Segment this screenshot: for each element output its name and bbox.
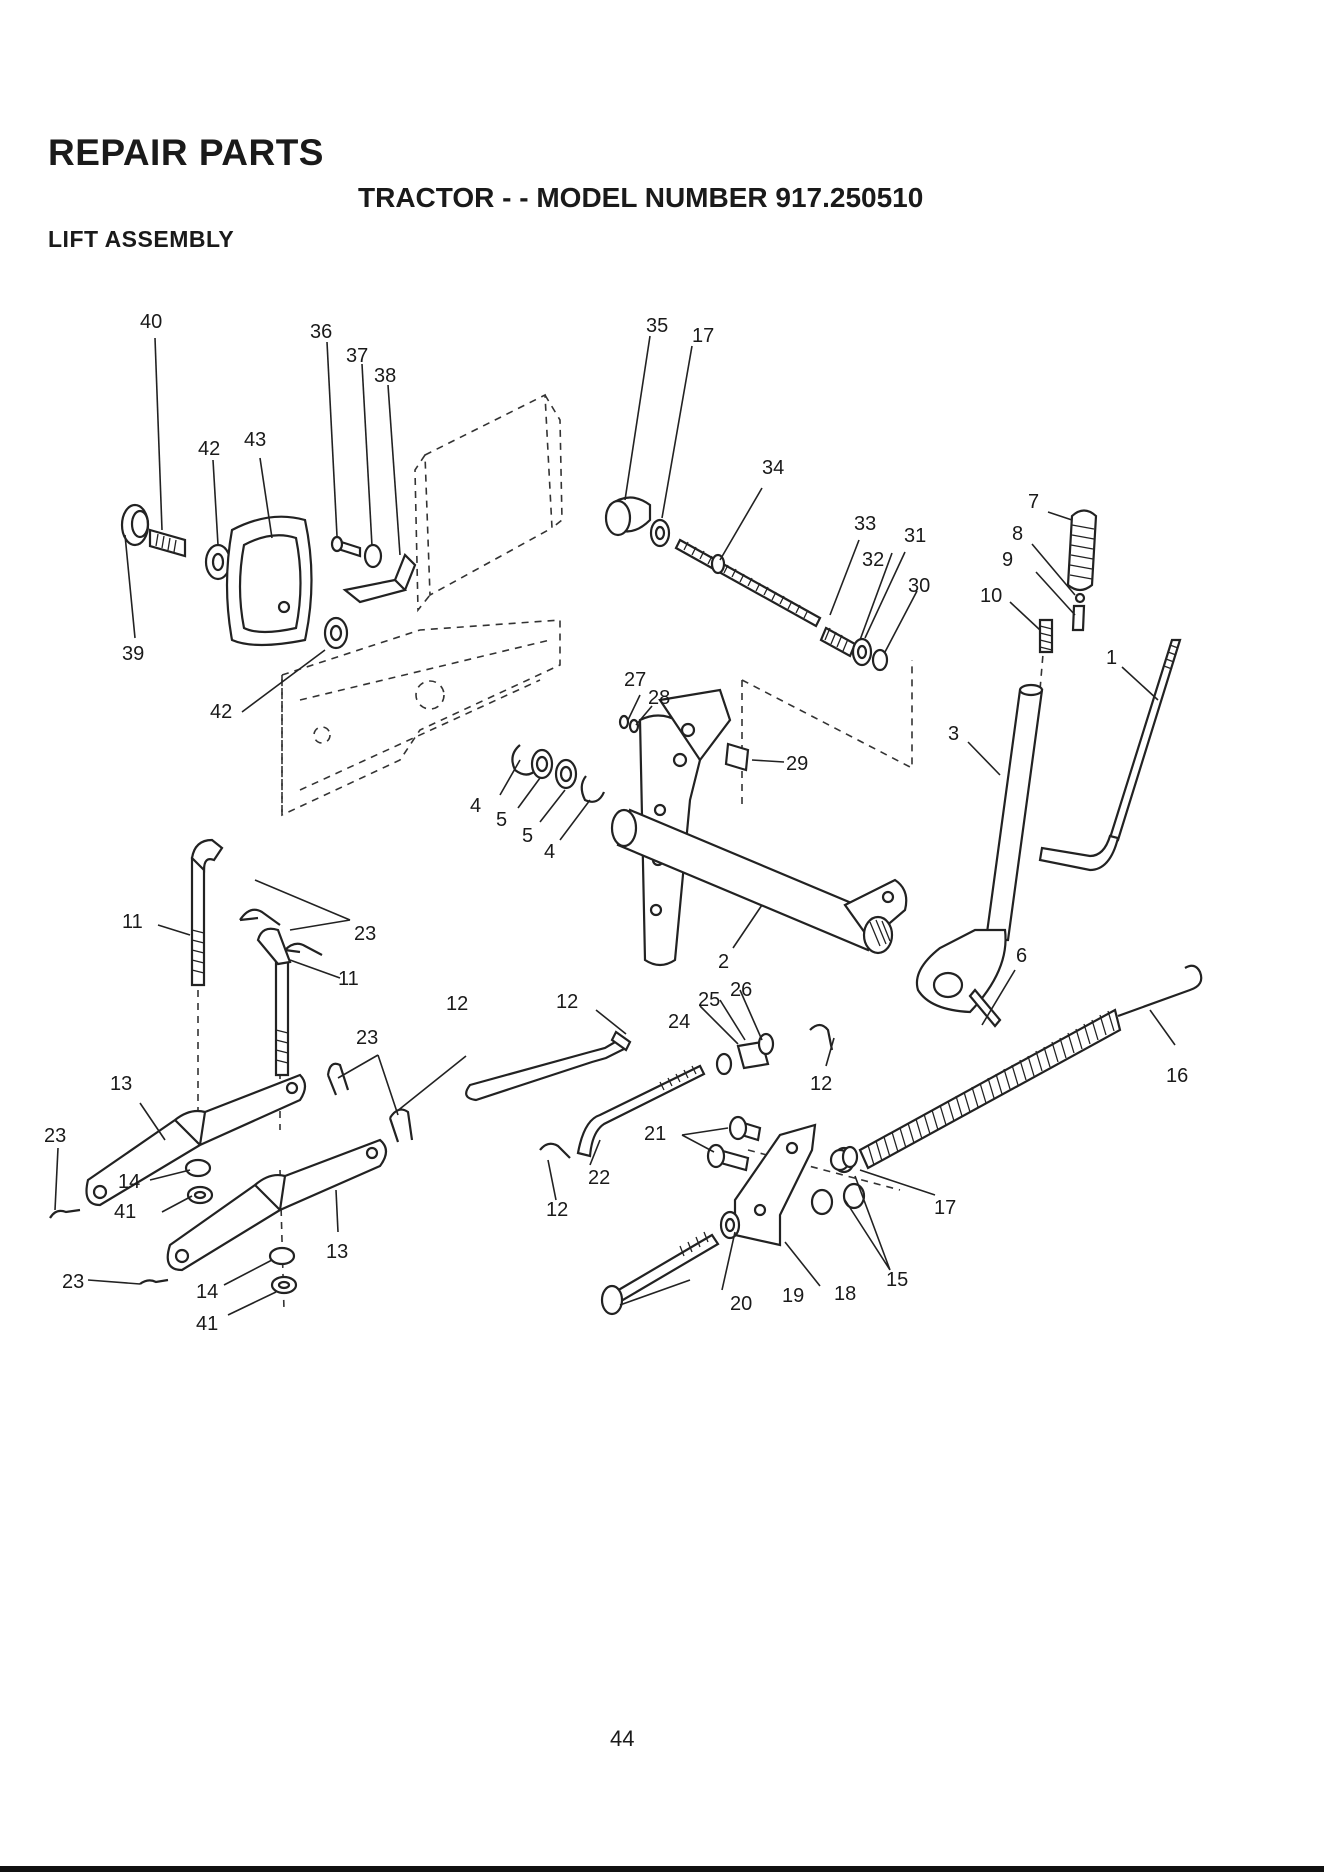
callout-14: 14 (118, 1171, 140, 1193)
callout-numbers: 40 42 43 36 37 38 39 42 35 17 34 33 31 3… (44, 311, 1188, 1335)
callout-16: 16 (1166, 1065, 1188, 1087)
callout-4: 4 (470, 795, 481, 817)
callout-33: 33 (854, 513, 876, 535)
callout-26: 26 (730, 979, 752, 1001)
callout-1: 1 (1106, 647, 1117, 669)
callout-5: 5 (496, 809, 507, 831)
callout-20: 20 (730, 1293, 752, 1315)
model-title: TRACTOR - - MODEL NUMBER 917.250510 (358, 182, 923, 214)
callout-38: 38 (374, 365, 396, 387)
frame-side-rail (282, 620, 560, 815)
callout-23: 23 (354, 923, 376, 945)
callout-14: 14 (196, 1281, 218, 1303)
callout-42: 42 (210, 701, 232, 723)
hairpin-clips (50, 910, 412, 1284)
callout-41: 41 (196, 1313, 218, 1335)
callout-37: 37 (346, 345, 368, 367)
page-number: 44 (610, 1726, 634, 1752)
callout-28: 28 (648, 687, 670, 709)
callout-5: 5 (522, 825, 533, 847)
guide-bracket-outline (742, 660, 912, 810)
pin-27-28 (620, 716, 638, 732)
knob-assembly (122, 505, 347, 648)
callout-23: 23 (356, 1027, 378, 1049)
frame-plate-upper (415, 395, 562, 610)
section-title: LIFT ASSEMBLY (48, 226, 234, 253)
callout-2: 2 (718, 951, 729, 973)
callout-32: 32 (862, 549, 884, 571)
callout-27: 27 (624, 669, 646, 691)
adjust-rod-assembly (606, 498, 887, 671)
callout-34: 34 (762, 457, 784, 479)
callout-31: 31 (904, 525, 926, 547)
callout-23: 23 (44, 1125, 66, 1147)
callout-40: 40 (140, 311, 162, 333)
callout-12: 12 (810, 1073, 832, 1095)
callout-12: 12 (446, 993, 468, 1015)
callout-30: 30 (908, 575, 930, 597)
callout-9: 9 (1002, 549, 1013, 571)
callout-18: 18 (834, 1283, 856, 1305)
callout-11: 11 (122, 911, 143, 933)
fastener-36-37-38 (332, 537, 415, 602)
spacer-24-26 (717, 1025, 832, 1074)
mounting-bracket (602, 1117, 864, 1314)
callout-36: 36 (310, 321, 332, 343)
callout-15: 15 (886, 1269, 908, 1291)
callout-10: 10 (980, 585, 1002, 607)
lift-rod-1 (1040, 640, 1180, 870)
callout-17: 17 (692, 325, 714, 347)
callout-17: 17 (934, 1197, 956, 1219)
axis-line-rods (198, 990, 284, 1310)
callout-7: 7 (1028, 491, 1039, 513)
lift-shaft (612, 690, 906, 965)
page-bottom-edge (0, 1866, 1324, 1872)
center-rods (466, 1032, 704, 1158)
callout-24: 24 (668, 1011, 690, 1033)
leader-lines (55, 336, 1175, 1315)
callout-43: 43 (244, 429, 266, 451)
callout-11: 11 (338, 968, 359, 990)
shaft-rings (512, 745, 604, 802)
callout-42: 42 (198, 438, 220, 460)
axis-line-lever (1040, 630, 1045, 690)
callout-22: 22 (588, 1167, 610, 1189)
callout-41: 41 (114, 1201, 136, 1223)
callout-12: 12 (546, 1199, 568, 1221)
axis-line-bracket (748, 1150, 900, 1190)
callout-13: 13 (110, 1073, 132, 1095)
callout-4: 4 (544, 841, 555, 863)
callout-39: 39 (122, 643, 144, 665)
page-title: REPAIR PARTS (48, 132, 324, 174)
callout-8: 8 (1012, 523, 1023, 545)
callout-19: 19 (782, 1285, 804, 1307)
callout-35: 35 (646, 315, 668, 337)
callout-12: 12 (556, 991, 578, 1013)
callout-21: 21 (644, 1123, 666, 1145)
callout-13: 13 (326, 1241, 348, 1263)
callout-29: 29 (786, 753, 808, 775)
lift-links (87, 1075, 387, 1270)
callout-25: 25 (698, 989, 720, 1011)
lift-spring (843, 966, 1201, 1168)
link-washers (186, 1160, 296, 1293)
lift-lever (917, 685, 1042, 1026)
lift-link-rods (192, 840, 290, 1075)
lift-handle-grip (1040, 511, 1096, 653)
callout-3: 3 (948, 723, 959, 745)
callout-23: 23 (62, 1271, 84, 1293)
callout-6: 6 (1016, 945, 1027, 967)
